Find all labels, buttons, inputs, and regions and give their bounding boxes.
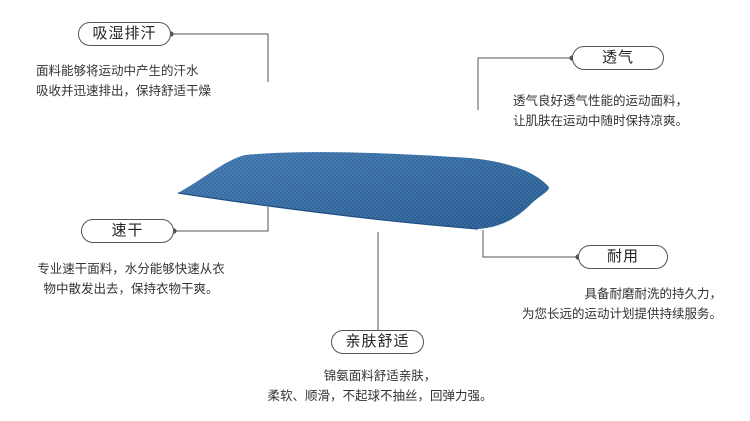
breathable-description-line: 让肌肤在运动中随时保持凉爽。	[513, 113, 689, 128]
durable-tag: 耐用	[578, 245, 668, 269]
skin-comfort-tag: 亲肤舒适	[331, 330, 424, 354]
absorb-tag: 吸湿排汗	[78, 22, 171, 46]
absorb-description-line: 吸收并迅速排出，保持舒适干燥	[36, 83, 212, 98]
durable-description-line: 具备耐磨耐洗的持久力，	[584, 286, 722, 301]
skin-comfort-description: 锦氨面料舒适亲肤， 柔软、顺滑，不起球不抽丝，回弹力强。	[235, 366, 525, 406]
fabric-swatch-image	[177, 152, 549, 230]
absorb-description: 面料能够将运动中产生的汗水 吸收并迅速排出，保持舒适干燥	[36, 61, 211, 101]
durable-description: 具备耐磨耐洗的持久力， 为您长远的运动计划提供持续服务。	[522, 284, 722, 324]
skin-comfort-description-line: 柔软、顺滑，不起球不抽丝，回弹力强。	[267, 388, 493, 403]
absorb-description-line: 面料能够将运动中产生的汗水	[36, 63, 199, 78]
quickdry-description-line: 专业速干面料，水分能够快速从衣	[37, 261, 225, 276]
durable-description-line: 为您长远的运动计划提供持续服务。	[521, 306, 722, 321]
quickdry-description-line: 物中散发出去，保持衣物干爽。	[43, 281, 219, 296]
breathable-tag: 透气	[572, 46, 664, 70]
breathable-description-line: 透气良好透气性能的运动面料，	[513, 93, 689, 108]
quickdry-tag: 速干	[81, 219, 174, 243]
skin-comfort-description-line: 锦氨面料舒适亲肤，	[323, 368, 437, 383]
breathable-description: 透气良好透气性能的运动面料， 让肌肤在运动中随时保持凉爽。	[513, 91, 688, 131]
quickdry-description: 专业速干面料，水分能够快速从衣 物中散发出去，保持衣物干爽。	[20, 259, 242, 299]
